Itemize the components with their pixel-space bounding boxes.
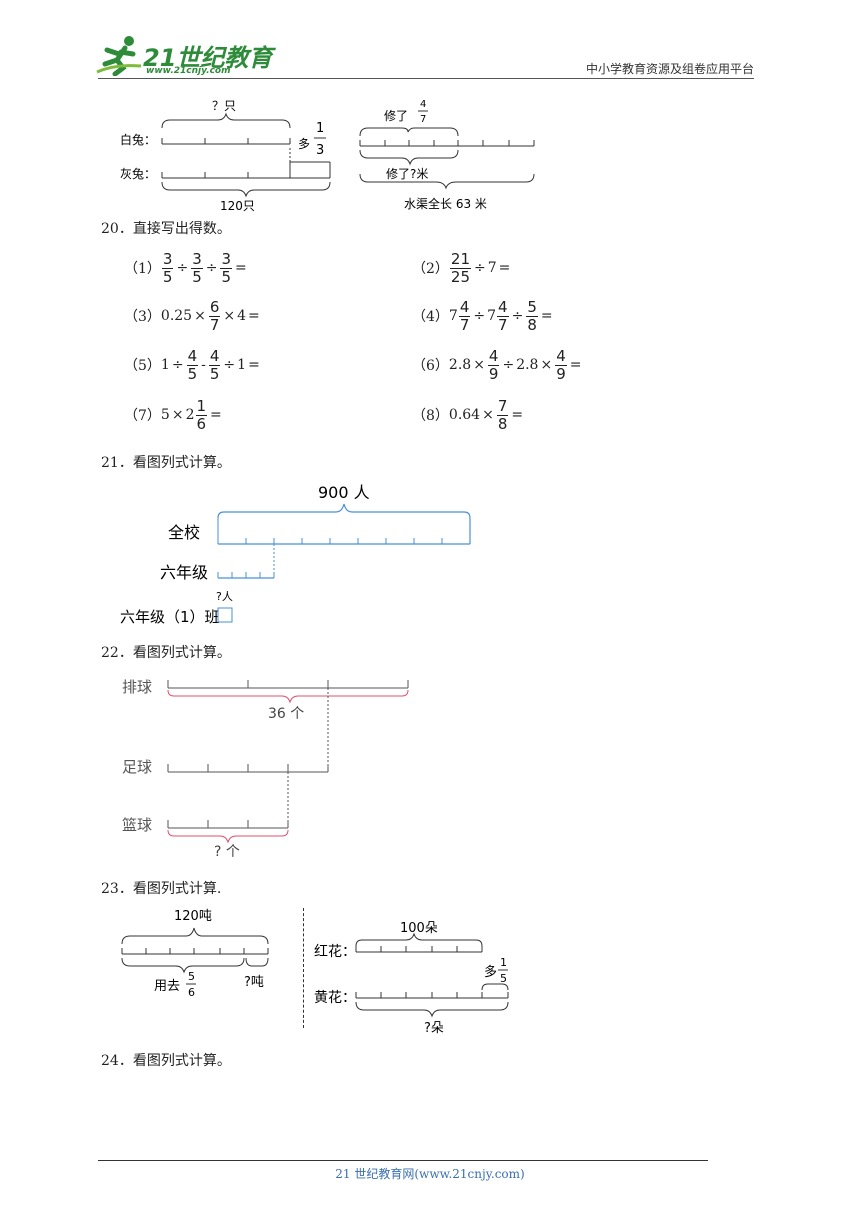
q21-total-label: 900 人 (318, 483, 370, 502)
q23-right-row2: 黄花： (314, 989, 356, 1006)
q19-right-frac-d: 7 (420, 114, 426, 125)
q23-left-frac-d: 6 (188, 986, 195, 999)
q19-left-more: 多 (298, 137, 310, 151)
q22-row2: 足球 (122, 758, 152, 776)
q23-right-top-label: 100朵 (400, 921, 438, 936)
header-right-text: 中小学教育资源及组卷应用平台 (585, 62, 754, 76)
q19-left-row1: 白兔： (120, 132, 156, 147)
q20-title: 20．直接写出得数。 (101, 221, 231, 237)
q23-right-frac-d: 5 (500, 972, 507, 985)
q23-separator (303, 908, 304, 1028)
q23-right-question: ?朵 (424, 1021, 444, 1036)
q22-title: 22．看图列式计算。 (101, 645, 231, 661)
q19-right-bottom-label: 水渠全长 63 米 (404, 196, 487, 211)
footer-text: 21 世纪教育网(www.21cnjy.com) (335, 1167, 525, 1181)
q21-row2: 六年级 (160, 563, 208, 582)
q23-right-diagram: 100朵 红花： 多 1 5 黄花： ?朵 (314, 921, 509, 1036)
q23-left-diagram: 120吨 用去 5 6 ?吨 (121, 909, 269, 999)
q23-right-row1: 红花： (314, 944, 356, 960)
header-divider (98, 78, 754, 79)
logo-runner-icon (96, 36, 142, 76)
q21-row1: 全校 (168, 523, 200, 542)
q22-diagram: 排球 36 个 足球 篮球 ? 个 (122, 678, 409, 860)
footer-divider (98, 1160, 708, 1161)
q23-left-used: 用去 (154, 979, 180, 994)
q21-row3: 六年级（1）班 (120, 608, 220, 626)
q23-right-more: 多 (484, 964, 497, 980)
q23-left-frac-n: 5 (188, 970, 195, 983)
q23-right-frac-n: 1 (500, 956, 507, 969)
q23-left-remain: ?吨 (244, 975, 264, 990)
q22-row1: 排球 (122, 678, 152, 696)
q19-left-bottom-label: 120只 (220, 199, 255, 213)
q19-left-top-label: ？只 (212, 99, 236, 113)
q19-right-mid-label: 修了?米 (386, 166, 428, 181)
logo-text: 21世纪教育 (143, 44, 273, 72)
q19-right-top-label: 修了 (384, 108, 408, 123)
q21-question: ?人 (216, 590, 233, 603)
q19-left-frac-n: 1 (316, 121, 324, 136)
q22-row3: 篮球 (122, 816, 152, 834)
q19-left-frac-d: 3 (316, 143, 324, 158)
logo-url: www.21cnjy.com (146, 66, 231, 76)
header: 21世纪教育 www.21cnjy.com 中小学教育资源及组卷应用平台 (0, 0, 860, 80)
q19-left-row2: 灰兔： (120, 166, 156, 181)
q22-question: ? 个 (214, 844, 240, 860)
q21-title: 21．看图列式计算。 (101, 455, 231, 471)
q23-title: 23．看图列式计算. (101, 881, 222, 897)
q19-left-diagram: ？只 白兔： 多 1 3 灰兔： 120只 (120, 99, 331, 213)
q21-diagram: 900 人 全校 六年级 ?人 六年级（1）班 (120, 483, 471, 626)
q19-right-diagram: 修了 4 7 修了?米 水渠全长 63 米 (359, 99, 535, 211)
q22-total: 36 个 (268, 706, 304, 722)
q23-left-top-label: 120吨 (174, 909, 212, 924)
q19-right-frac-n: 4 (420, 99, 426, 110)
q24-title: 24．看图列式计算。 (101, 1053, 231, 1069)
